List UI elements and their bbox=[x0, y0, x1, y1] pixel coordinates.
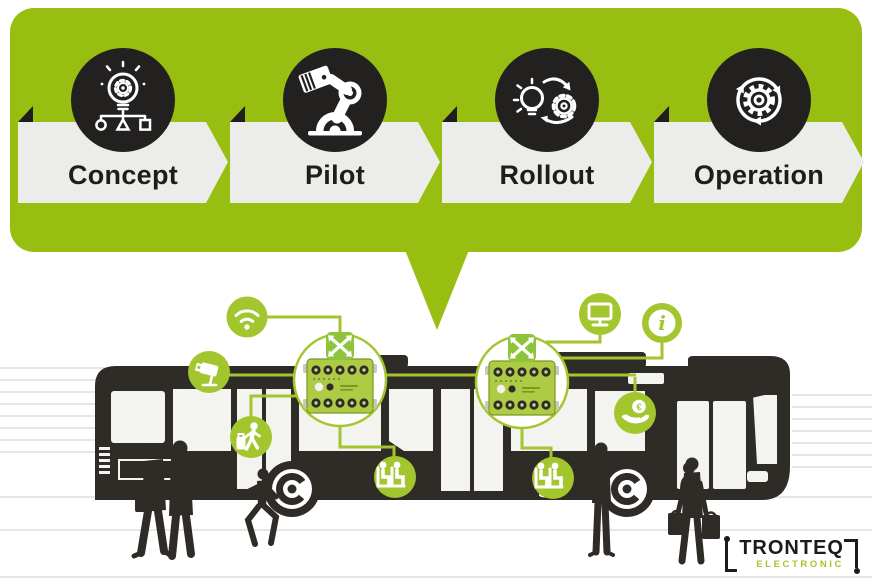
step-icon-circle bbox=[495, 48, 599, 152]
gear-rotation-arrows-icon bbox=[728, 77, 789, 131]
step-icon-circle bbox=[707, 48, 811, 152]
step-icon-circle bbox=[283, 48, 387, 152]
robot-arm-icon bbox=[298, 65, 362, 136]
bus-illustration bbox=[95, 352, 790, 517]
cctv-camera-icon bbox=[188, 351, 230, 393]
step-label: Rollout bbox=[499, 160, 595, 190]
passenger-seats-circle-1 bbox=[374, 456, 416, 498]
logo-right-bracket-icon bbox=[844, 538, 860, 574]
logo-left-bracket-icon bbox=[723, 535, 738, 572]
pedestrians bbox=[131, 440, 720, 565]
info-icon: i bbox=[642, 303, 682, 343]
lightbulb-gear-flowchart-icon bbox=[95, 60, 152, 131]
brand-subtitle: ELECTRONIC bbox=[756, 558, 844, 570]
running-child bbox=[244, 468, 280, 547]
monitor-icon bbox=[579, 293, 621, 335]
front-wheel bbox=[599, 461, 655, 517]
walking-pair bbox=[131, 440, 195, 560]
man-with-bags bbox=[668, 457, 720, 565]
brand-logo: TRONTEQ ELECTRONIC bbox=[723, 534, 860, 574]
wifi-icon bbox=[226, 296, 268, 338]
svg-text:€: € bbox=[636, 402, 642, 413]
switch-node-1 bbox=[292, 330, 388, 428]
step-rollout: Rollout bbox=[442, 48, 652, 218]
standing-man bbox=[585, 442, 615, 557]
step-icon-circle bbox=[71, 48, 175, 152]
payment-hand-icon: € bbox=[614, 392, 656, 434]
step-label: Operation bbox=[693, 160, 825, 190]
switch-node-2 bbox=[474, 332, 570, 430]
rear-wheel bbox=[264, 461, 320, 517]
step-label: Concept bbox=[67, 160, 179, 190]
svg-text:i: i bbox=[658, 311, 666, 335]
step-operation: Operation bbox=[654, 48, 864, 218]
step-pilot: Pilot bbox=[230, 48, 440, 218]
brand-name: TRONTEQ bbox=[739, 536, 844, 559]
step-concept: Concept bbox=[18, 48, 228, 218]
step-label: Pilot bbox=[305, 160, 365, 190]
passenger-seats-circle-2 bbox=[532, 457, 574, 499]
lightbulb-to-gear-cycle-icon bbox=[512, 77, 577, 124]
passenger-luggage-icon bbox=[230, 416, 272, 458]
